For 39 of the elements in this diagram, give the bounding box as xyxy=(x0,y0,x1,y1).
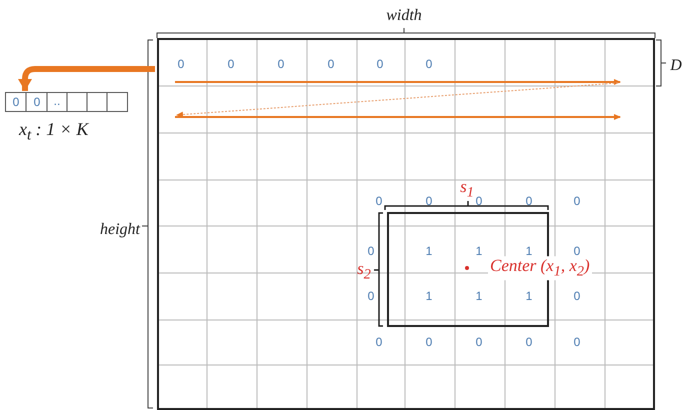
cell-value: 0 xyxy=(526,195,532,207)
cell-value: 0 xyxy=(526,336,532,348)
cell-value: .. xyxy=(54,95,60,107)
cell-value: 0 xyxy=(12,96,20,108)
cell-value: 0 xyxy=(574,336,580,348)
dimension-label: width xyxy=(386,8,422,24)
cell-value: 0 xyxy=(574,245,580,257)
cell-value: 1 xyxy=(426,245,432,257)
dimension-label: D xyxy=(670,58,682,74)
cell-value: 0 xyxy=(574,195,580,207)
grid-matrix xyxy=(157,38,655,410)
cell-value: 0 xyxy=(228,58,234,70)
cell-value: 0 xyxy=(476,336,482,348)
vector-row xyxy=(5,92,128,112)
dimension-label: s$_{2}$ xyxy=(357,260,371,282)
cell-value: 0 xyxy=(376,195,382,207)
cell-value: 0 xyxy=(376,58,384,70)
cell-value: 0 xyxy=(278,58,284,70)
dimension-label: s$_{1}$ xyxy=(460,178,474,200)
dimension-label: height xyxy=(100,222,140,238)
cell-value: 0 xyxy=(476,195,482,207)
cell-value: 1 xyxy=(476,245,482,257)
cell-value: 0 xyxy=(34,96,40,108)
cell-value: 0 xyxy=(426,336,432,348)
cell-value: 1 xyxy=(526,290,532,302)
cell-value: 1 xyxy=(526,245,532,257)
arrow xyxy=(18,66,155,91)
cell-value: 0 xyxy=(426,195,432,207)
cell-value: 0 xyxy=(574,290,580,302)
cell-value: 1 xyxy=(476,290,482,302)
cell-value: 1 xyxy=(426,290,432,302)
cell-value: 0 xyxy=(368,290,374,302)
cell-value: 0 xyxy=(426,58,432,70)
cell-value: 0 xyxy=(376,336,382,348)
cell-value: 0 xyxy=(328,58,334,70)
cell-value: 0 xyxy=(178,58,184,70)
vector-size-caption: x$_{t}$ : 1 × K xyxy=(19,120,88,144)
cell-value: 0 xyxy=(368,245,374,257)
center-label: Center (x$_{1}$, x$_{2}$) xyxy=(488,256,592,280)
